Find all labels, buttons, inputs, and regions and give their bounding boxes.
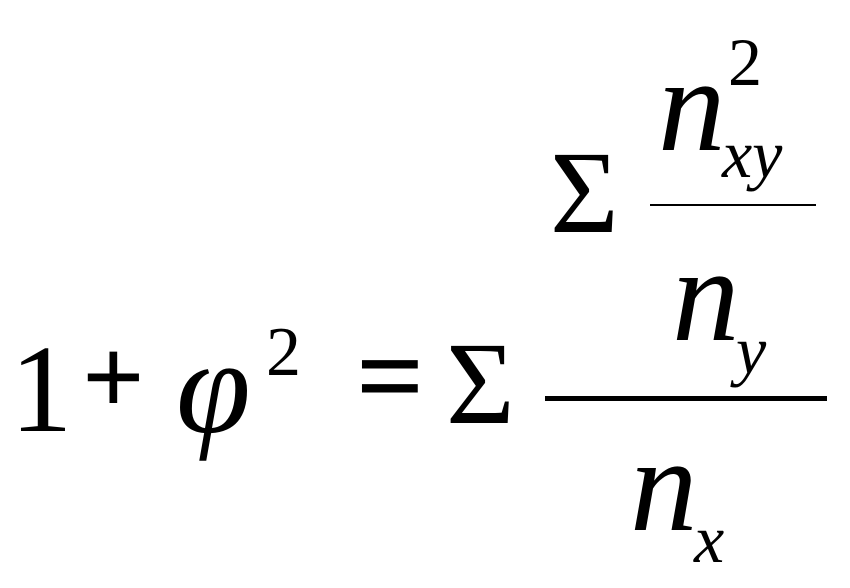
- main-fraction-bar: [545, 396, 827, 401]
- phi-exponent: 2: [266, 314, 301, 391]
- equals-sign: =: [356, 309, 425, 442]
- inner-denominator-n: n: [672, 221, 740, 370]
- inner-numerator-exponent: 2: [728, 24, 762, 100]
- inner-denominator-subscript: y: [736, 312, 767, 388]
- main-denominator-subscript: x: [694, 501, 725, 577]
- plus-sign: +: [82, 316, 145, 438]
- inner-numerator-subscript: xy: [722, 116, 783, 192]
- inner-fraction-bar: [650, 204, 816, 206]
- inner-sum-symbol: Σ: [550, 127, 619, 258]
- main-denominator-n: n: [630, 411, 698, 560]
- phi-symbol: φ: [176, 313, 251, 462]
- inner-numerator-n: n: [658, 31, 726, 180]
- outer-sum-symbol: Σ: [446, 318, 515, 449]
- digit-one: 1: [10, 321, 73, 459]
